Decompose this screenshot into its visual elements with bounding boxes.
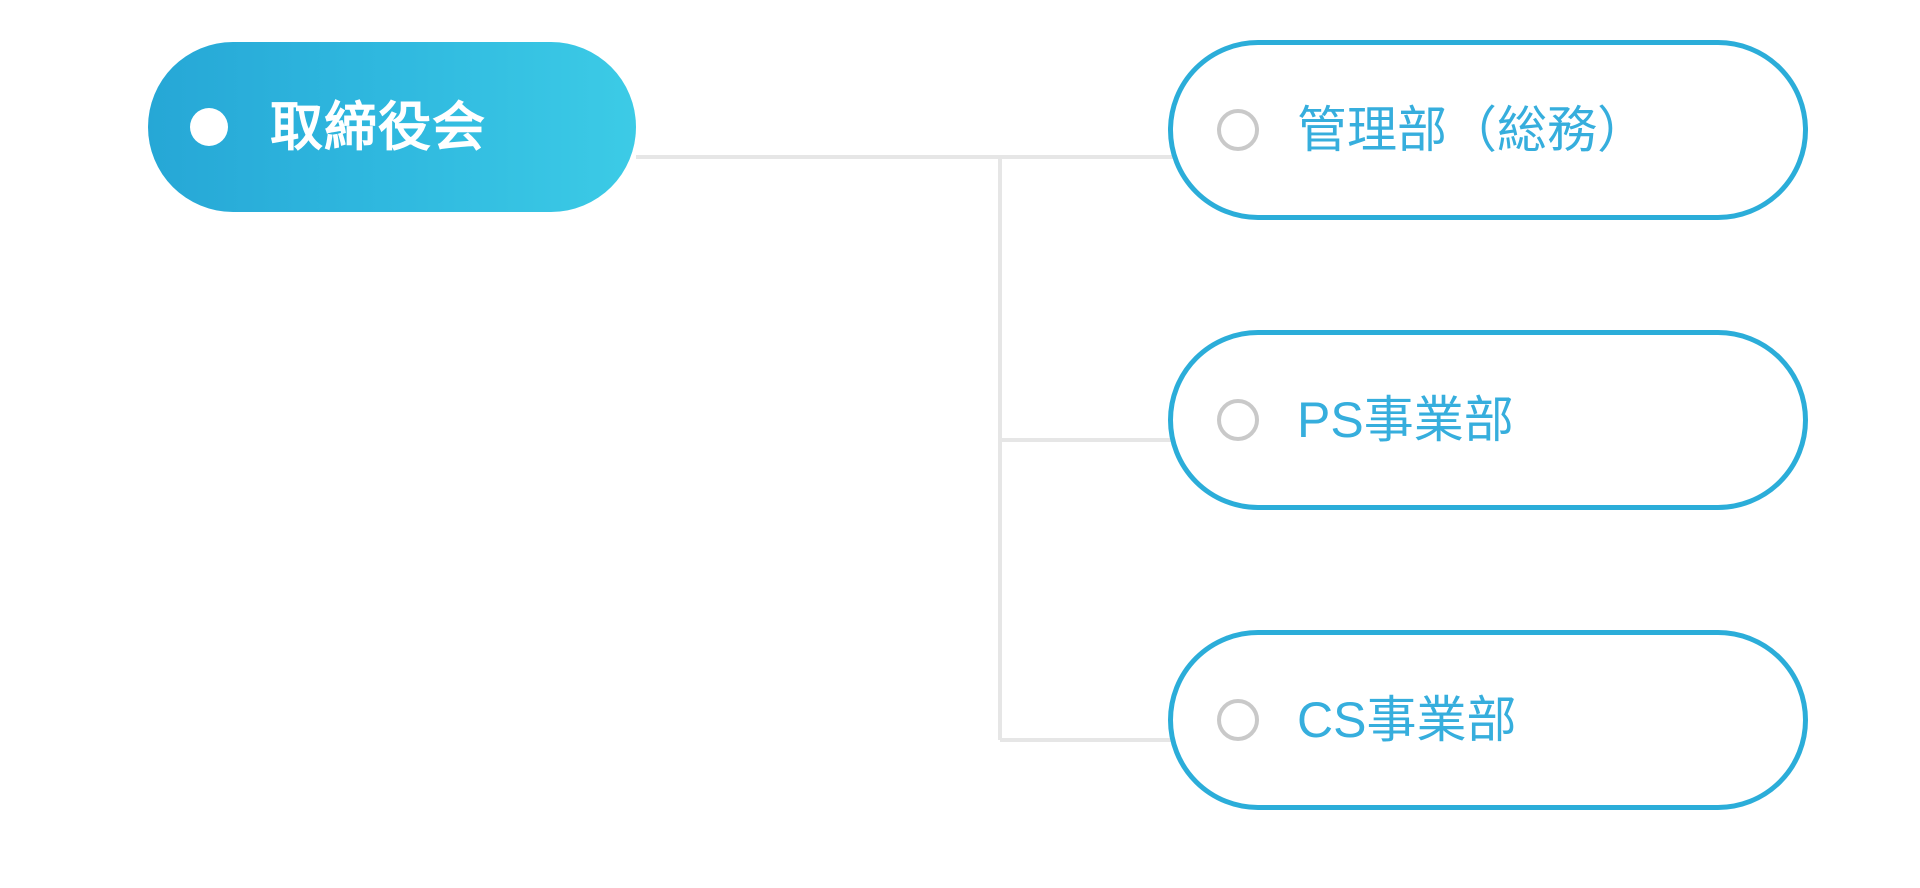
hollow-circle-icon [1217, 699, 1259, 741]
org-node-child-2[interactable]: CS事業部 [1168, 630, 1808, 810]
filled-circle-icon [190, 108, 228, 146]
org-node-child-2-label: CS事業部 [1297, 692, 1517, 748]
org-node-child-0-label: 管理部（総務） [1297, 102, 1647, 158]
hollow-circle-icon [1217, 109, 1259, 151]
org-node-child-1-label: PS事業部 [1297, 392, 1514, 448]
org-node-root-label: 取締役会 [270, 97, 486, 157]
hollow-circle-icon [1217, 399, 1259, 441]
org-node-child-1[interactable]: PS事業部 [1168, 330, 1808, 510]
org-node-root[interactable]: 取締役会 [148, 42, 636, 212]
org-node-child-0[interactable]: 管理部（総務） [1168, 40, 1808, 220]
